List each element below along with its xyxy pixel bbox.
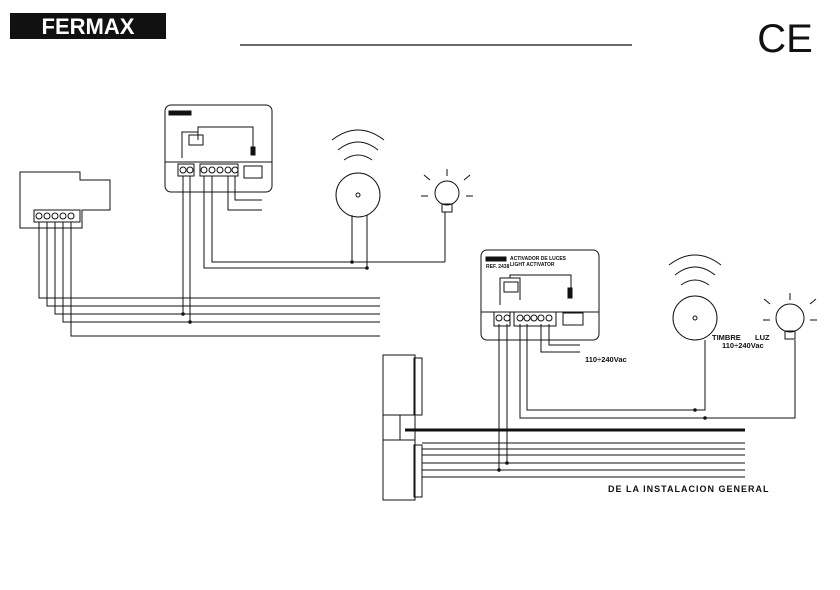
svg-text:FERMAX: FERMAX — [42, 14, 135, 39]
bus-caption: DE LA INSTALACION GENERAL — [608, 484, 770, 494]
door-panel-unit — [19, 171, 111, 229]
loads-power-label: 110÷240Vac — [722, 341, 764, 350]
ce-mark: CE — [757, 17, 813, 61]
module-ref: REF. 2438 — [486, 264, 510, 270]
module-title-en: LIGHT ACTIVATOR — [510, 262, 555, 268]
light-label: LUZ — [755, 333, 770, 342]
top-module-wires — [182, 176, 446, 322]
module-title-es: ACTIVADOR DE LUCES — [510, 256, 567, 262]
bell-icon-top — [331, 129, 385, 218]
fermax-logo: FERMAX — [10, 13, 166, 39]
power-label-module: 110÷240Vac — [585, 355, 627, 364]
light-activator-module-top — [164, 104, 273, 193]
bus-lines — [405, 428, 745, 478]
lamp-icon-bottom — [763, 293, 817, 340]
bottom-module-wires — [498, 324, 796, 470]
light-activator-module-bottom — [480, 249, 600, 341]
distributor-block — [382, 354, 423, 501]
panel-wires — [38, 222, 380, 337]
bell-icon-bottom — [668, 254, 722, 341]
lamp-icon-top — [421, 169, 473, 213]
bell-label: TIMBRE — [712, 333, 741, 342]
